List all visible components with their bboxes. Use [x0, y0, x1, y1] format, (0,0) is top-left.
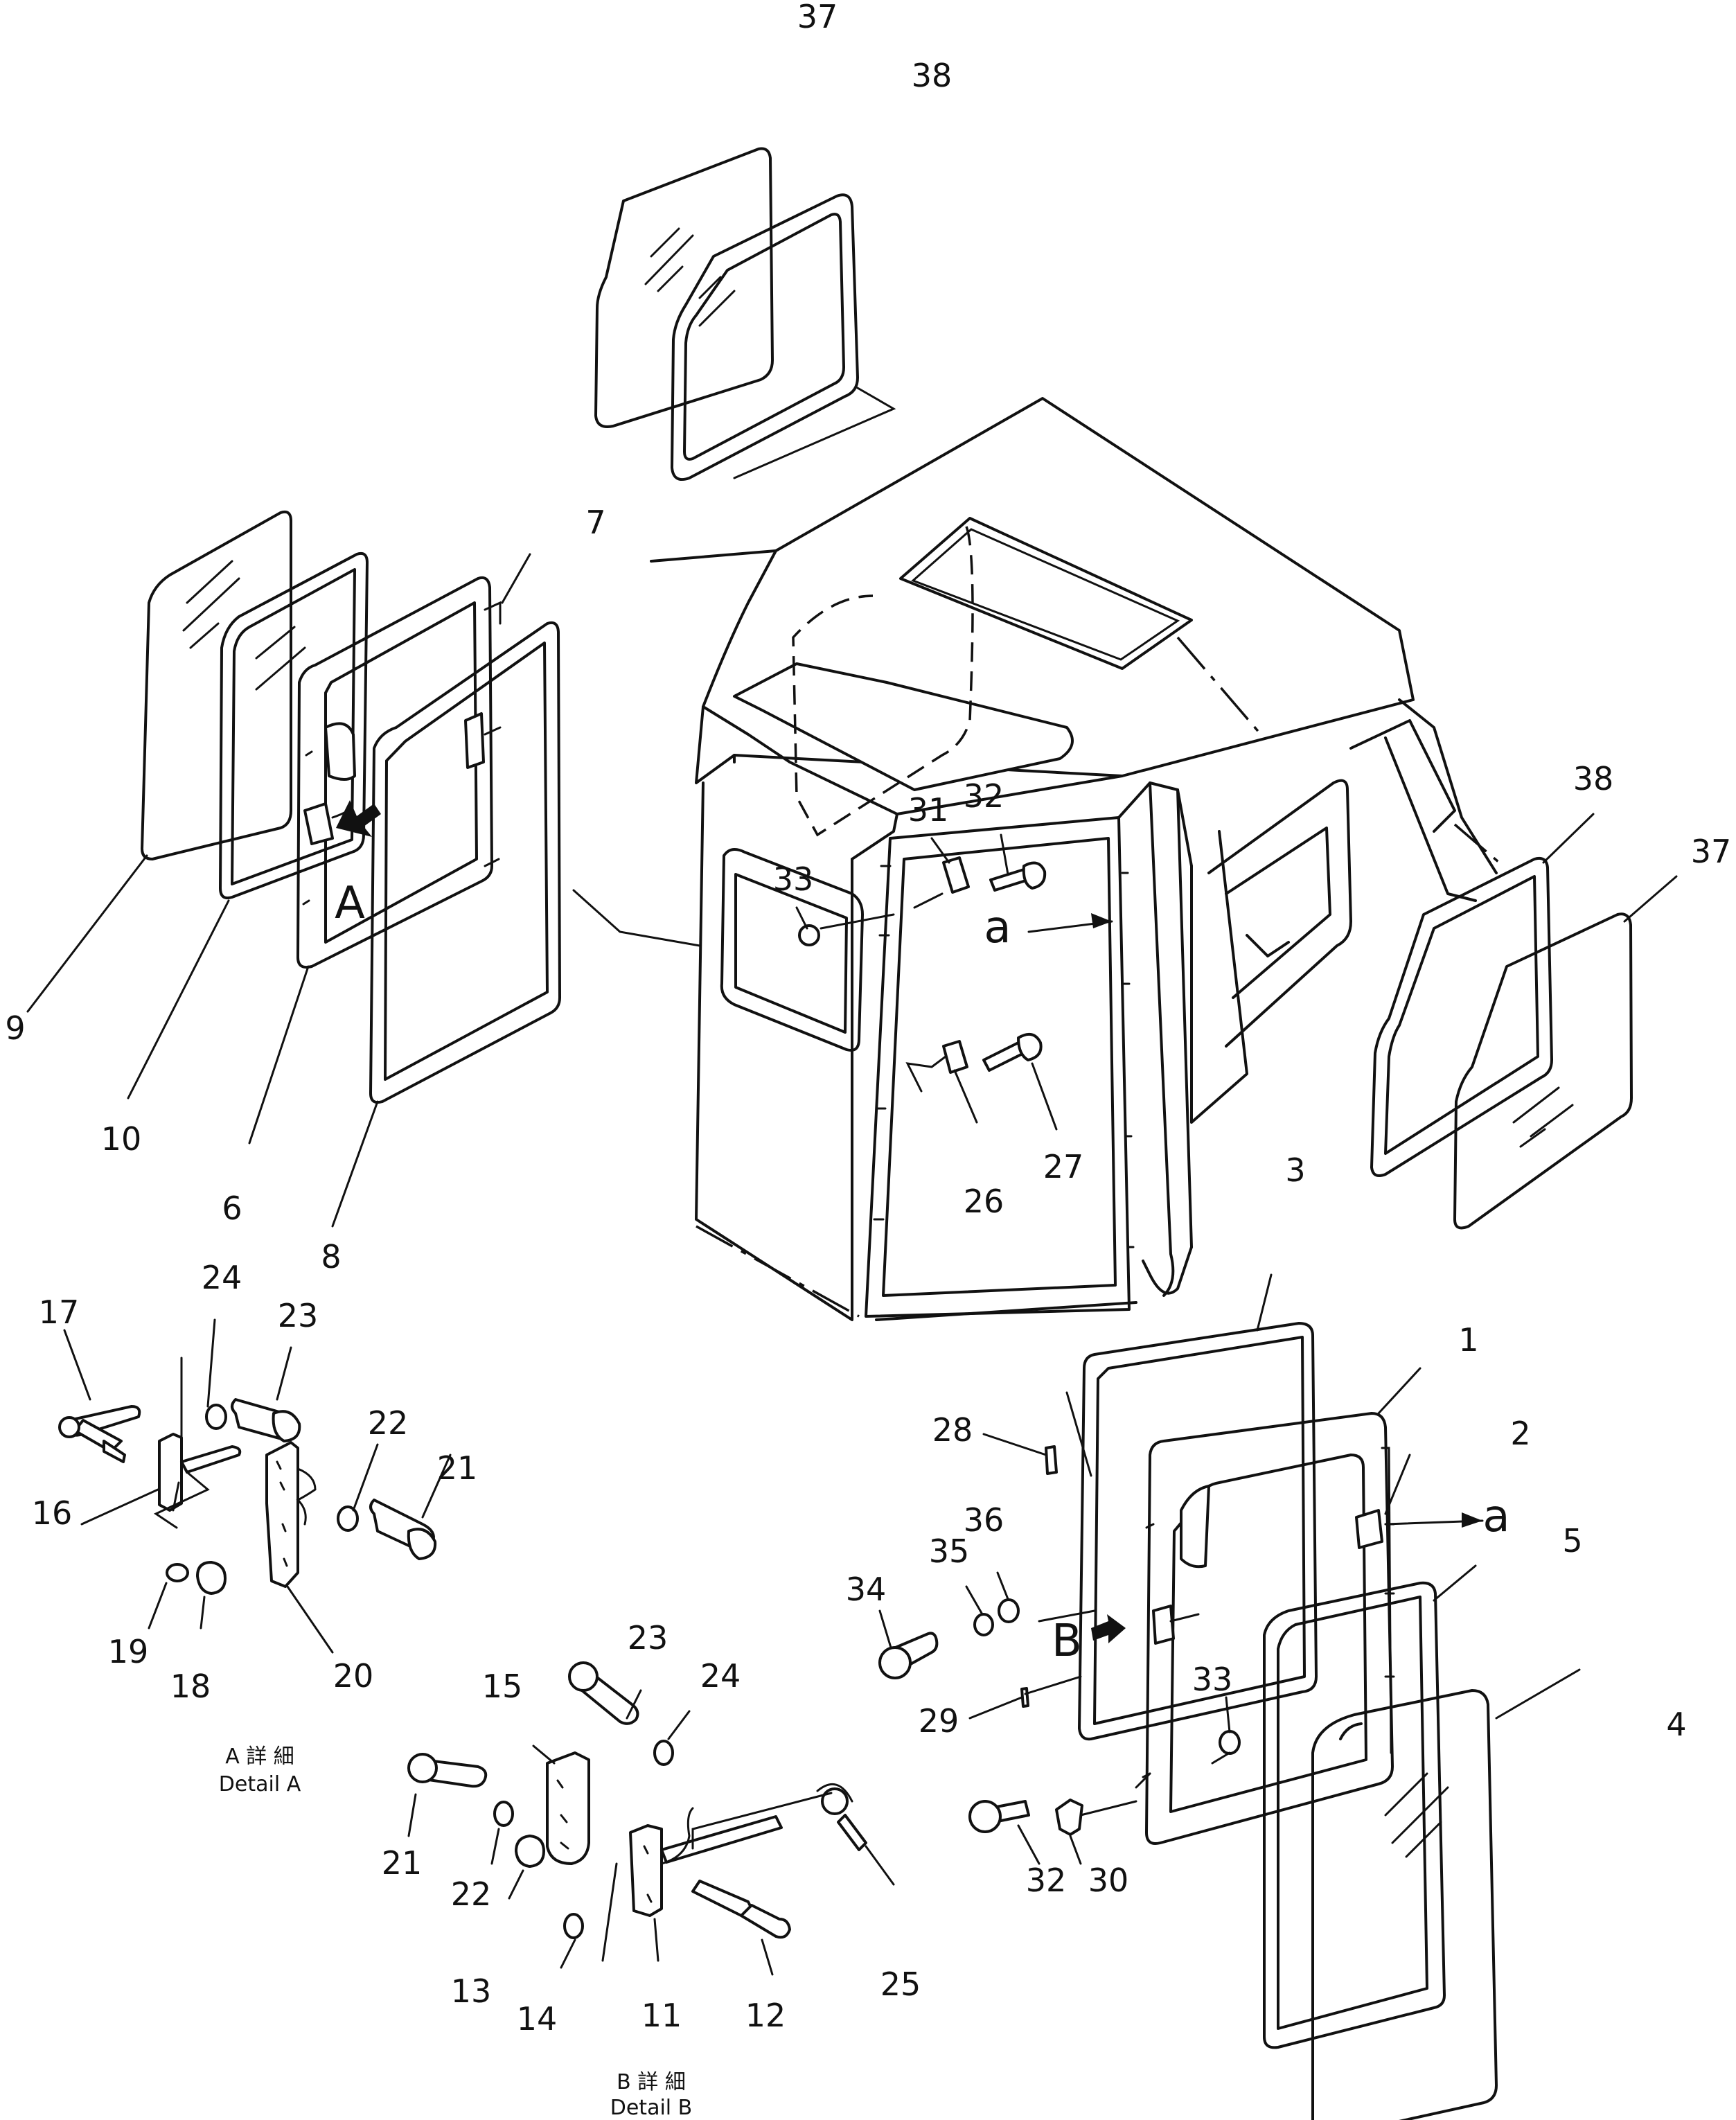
leader-lines-right-window [1542, 813, 1678, 923]
callout-22-a: 22 [368, 1404, 409, 1442]
callout-5: 5 [1562, 1522, 1582, 1560]
callout-16: 16 [32, 1494, 73, 1532]
detail-b-parts [407, 1661, 895, 1976]
callout-23-b: 23 [628, 1619, 668, 1657]
callout-33-cab: 33 [773, 860, 814, 898]
section-arrow-a-top-head [1091, 913, 1112, 928]
cab-latch-parts [798, 856, 1047, 1093]
view-arrow-b [1091, 1614, 1126, 1643]
callout-32-door: 32 [1026, 1862, 1067, 1899]
callout-38-right: 38 [1573, 760, 1614, 797]
callout-26: 26 [964, 1183, 1004, 1220]
section-label-a-right: a [1482, 1491, 1509, 1542]
right-door-latch-parts [1135, 1509, 1383, 1789]
callout-37-top: 37 [797, 0, 838, 35]
top-window-glass-37 [594, 147, 774, 428]
callout-15: 15 [482, 1668, 523, 1705]
cab-body [650, 397, 1505, 1321]
callout-31: 31 [908, 791, 949, 829]
callout-27: 27 [1043, 1148, 1084, 1185]
section-arrow-a-right-head [1462, 1512, 1482, 1528]
right-door-seal-5 [1263, 1581, 1446, 2049]
callout-4: 4 [1666, 1706, 1686, 1743]
leader-line-3 [1256, 1273, 1273, 1332]
callout-35: 35 [929, 1532, 970, 1570]
leader-lines-right-door [1065, 1367, 1581, 1720]
top-window-mount-line [733, 387, 896, 479]
detail-a-parts [58, 1318, 452, 1654]
left-door-seal-10 [219, 551, 369, 900]
detail-b-symbol: B 詳 細 [617, 2070, 686, 2094]
callout-25: 25 [880, 1966, 921, 2003]
callout-33-door: 33 [1192, 1661, 1233, 1698]
detail-a-caption: Detail A [219, 1772, 301, 1796]
right-door-seal-3 [1078, 1322, 1318, 1741]
callout-24-b: 24 [700, 1657, 741, 1695]
callout-29: 29 [919, 1702, 959, 1740]
callout-36: 36 [964, 1501, 1004, 1539]
top-window-seal-38 [671, 193, 859, 482]
left-door-seal-8 [369, 621, 561, 1104]
callout-1: 1 [1458, 1321, 1478, 1359]
callout-7: 7 [585, 504, 605, 541]
left-door-frame-6 [296, 576, 502, 969]
callout-12: 12 [745, 1997, 786, 2034]
callout-20: 20 [333, 1657, 374, 1695]
detail-b-caption: Detail B [610, 2096, 693, 2120]
callout-13: 13 [451, 1972, 492, 2010]
right-door-small-parts [878, 1433, 1241, 1865]
callout-23-a: 23 [278, 1297, 319, 1334]
right-window-glass-37 [1453, 912, 1633, 1230]
callout-19: 19 [108, 1633, 149, 1670]
callout-2: 2 [1510, 1415, 1530, 1452]
callout-21-b: 21 [382, 1844, 423, 1882]
callout-11: 11 [641, 1997, 682, 2034]
view-arrow-a [336, 800, 381, 837]
left-door-glass-9 [141, 510, 292, 860]
right-window-seal-38 [1370, 856, 1553, 1177]
callout-37-right: 37 [1691, 833, 1732, 870]
callout-28: 28 [932, 1411, 973, 1449]
callout-17: 17 [39, 1293, 80, 1331]
section-label-a-top: a [984, 902, 1011, 953]
callout-6: 6 [222, 1190, 242, 1227]
callout-9: 9 [5, 1009, 25, 1047]
callout-labels: 37 38 7 9 10 6 8 A 31 32 33 a 26 27 38 3… [5, 0, 1731, 2120]
callout-30: 30 [1088, 1862, 1129, 1899]
callout-24-a: 24 [202, 1259, 242, 1296]
view-label-b: B [1052, 1616, 1082, 1667]
callout-22-b: 22 [451, 1875, 492, 1913]
callout-21-a: 21 [437, 1449, 478, 1487]
right-door-frame-1 [1142, 1412, 1395, 1845]
callout-10: 10 [101, 1120, 142, 1158]
leader-lines-cab-parts [795, 833, 1058, 1131]
right-door-glass-4 [1311, 1689, 1498, 2120]
callout-8: 8 [321, 1238, 341, 1275]
view-label-a: A [335, 878, 365, 929]
detail-a-symbol: A 詳 細 [225, 1744, 294, 1769]
callout-18: 18 [170, 1668, 211, 1705]
callout-38-top: 38 [912, 57, 953, 94]
callout-32-cab: 32 [964, 777, 1004, 815]
leader-lines-left-door [26, 553, 531, 1228]
left-door-mount-line [572, 889, 701, 947]
callout-3: 3 [1285, 1151, 1305, 1189]
callout-34: 34 [846, 1571, 887, 1608]
callout-14: 14 [517, 2000, 558, 2038]
